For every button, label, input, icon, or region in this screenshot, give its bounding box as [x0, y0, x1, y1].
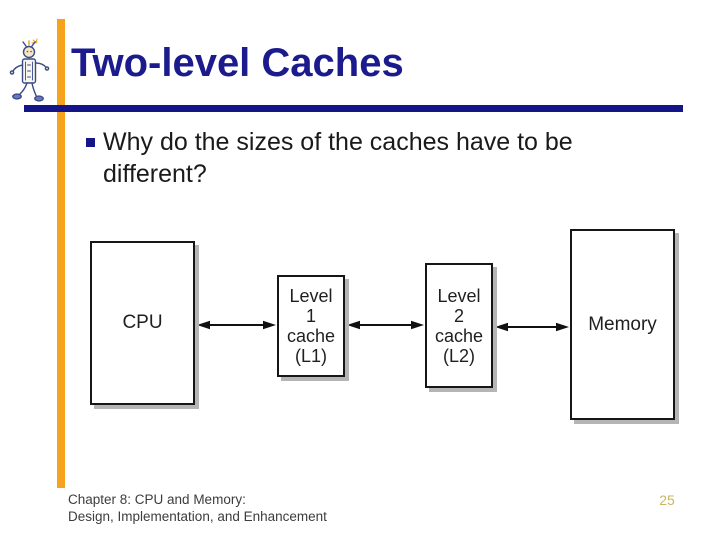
- l2-cache-label-line: cache: [434, 325, 484, 346]
- arrow-l2-memory: [495, 322, 569, 332]
- accent-bar: [57, 19, 65, 488]
- arrow-cpu-l1: [197, 320, 276, 330]
- footer-line-2: Design, Implementation, and Enhancement: [68, 509, 327, 524]
- memory-box: Memory: [570, 229, 675, 420]
- l1-cache-label-line: (L1): [294, 346, 327, 366]
- l2-cache-box: Level 2 cache (L2): [425, 263, 493, 388]
- bullet-marker: [86, 138, 95, 147]
- l2-cache-label-line: (L2): [442, 345, 475, 366]
- footer-line-1: Chapter 8: CPU and Memory:: [68, 492, 246, 507]
- walking-chip-mascot-icon: [9, 38, 50, 102]
- l2-cache-label-line: 2: [453, 305, 464, 326]
- l1-cache-label-line: Level: [289, 286, 333, 306]
- l1-cache-label-line: cache: [286, 326, 336, 346]
- l1-cache-box: Level 1 cache (L1): [277, 275, 345, 377]
- arrow-l1-l2: [347, 320, 424, 330]
- slide-title: Two-level Caches: [71, 41, 404, 85]
- l2-cache-label-line: Level: [437, 285, 481, 306]
- memory-box-label: Memory: [588, 313, 657, 335]
- cpu-box: CPU: [90, 241, 195, 405]
- page-number: 25: [659, 492, 675, 508]
- bullet-text: Why do the sizes of the caches have to b…: [103, 128, 573, 188]
- cpu-box-label: CPU: [122, 312, 163, 333]
- l1-cache-label-line: 1: [305, 306, 316, 326]
- title-rule: [24, 105, 683, 112]
- footer: Chapter 8: CPU and Memory: Design, Imple…: [68, 491, 327, 525]
